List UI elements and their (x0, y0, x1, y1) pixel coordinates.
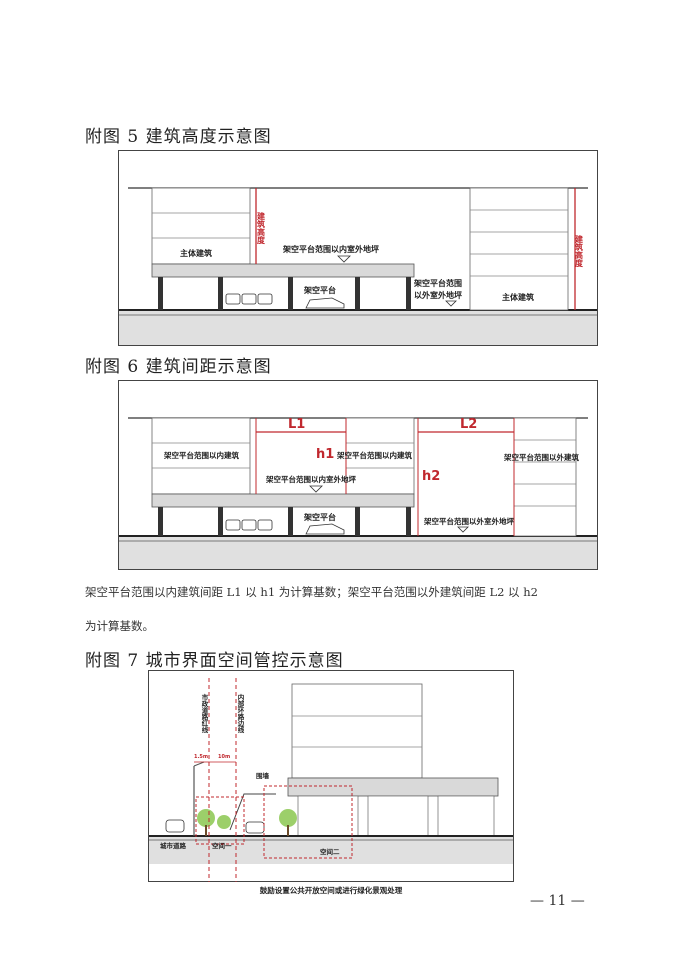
fig6-h1-label: h1 (316, 447, 334, 462)
fig5-cars-icon (225, 293, 273, 305)
fig6-platform-label: 架空平台 (303, 512, 336, 522)
explanation-line-2: 为计算基数。 (85, 619, 154, 633)
fig5-outside-floor-label-1: 架空平台范围 (413, 278, 462, 288)
car-icon (165, 819, 185, 833)
fig6-outer-floor-label: 架空平台范围以外室外地坪 (423, 516, 514, 526)
fig5-main-building-right (469, 187, 569, 311)
city-road-label: 城市道路 (160, 841, 187, 850)
fig5-height-label-left: 建筑高度 (256, 211, 266, 245)
fig5-inner-floor-label: 架空平台范围以内室外地坪 (282, 244, 379, 254)
fig5-title: 附图 5 建筑高度示意图 (85, 127, 272, 147)
space-one-box (195, 796, 245, 845)
dim-2-label: 10m (218, 754, 230, 760)
car-icon-2 (245, 821, 265, 834)
fig5-outside-floor-label-2: 以外室外地坪 (414, 290, 462, 300)
explanation-line-1: 架空平台范围以内建筑间距 L1 以 h1 为计算基数；架空平台范围以外建筑间距 … (85, 585, 538, 599)
fig6-outer-building-label: 架空平台范围以外建筑 (503, 452, 579, 462)
fig6-inner-building-left-label: 架空平台范围以内建筑 (163, 450, 239, 460)
fig6-diagram: L1 L2 h1 h2 架空平台范围以内建筑 架空平台范围以内建筑 架空平台范围… (118, 380, 598, 570)
fig5-height-label-right: 建筑高度 (574, 234, 584, 268)
wall-label: 围墙 (256, 771, 270, 780)
fig7-caption: 鼓励设置公共开放空间或进行绿化景观处理 (259, 886, 403, 895)
fig6-title: 附图 6 建筑间距示意图 (85, 357, 272, 377)
tree-icon (197, 809, 297, 836)
fig7-diagram: 市政道路红线 内部环路边线 1.5m 10m 围墙 空间一 空间二 城市道路 (148, 670, 514, 882)
fig6-L2-label: L2 (460, 417, 477, 432)
fig5-diagram: 主体建筑 架空平台范围以内室外地坪 架空平台 架空平台范围 以外室外地坪 主体建… (118, 150, 598, 346)
page-number: — 11 — (530, 893, 585, 909)
road-red-line-label: 市政道路红线 (200, 693, 208, 735)
fig6-L1-label: L1 (288, 417, 305, 432)
space-one-label: 空间一 (212, 841, 232, 850)
fig7-title: 附图 7 城市界面空间管控示意图 (85, 651, 344, 671)
fig5-sportscar-icon (305, 297, 345, 309)
fig6-cars-icon (225, 519, 273, 531)
fig5-main-building-left (151, 187, 251, 265)
fig5-right-building-label: 主体建筑 (502, 292, 534, 302)
fig5-podium-slab (151, 263, 415, 278)
fig5-platform-label: 架空平台 (303, 285, 336, 295)
fig6-h2-label: h2 (422, 469, 440, 484)
inner-road-edge-label: 内部环路边线 (236, 693, 245, 735)
fig6-sportscar-icon (305, 523, 345, 535)
fig6-inner-floor-label: 架空平台范围以内室外地坪 (265, 474, 356, 484)
space-two-label: 空间二 (320, 847, 340, 856)
fig5-main-building-label: 主体建筑 (180, 248, 212, 258)
dim-1-label: 1.5m (194, 754, 208, 760)
fig6-inner-building-mid-label: 架空平台范围以内建筑 (336, 450, 412, 460)
